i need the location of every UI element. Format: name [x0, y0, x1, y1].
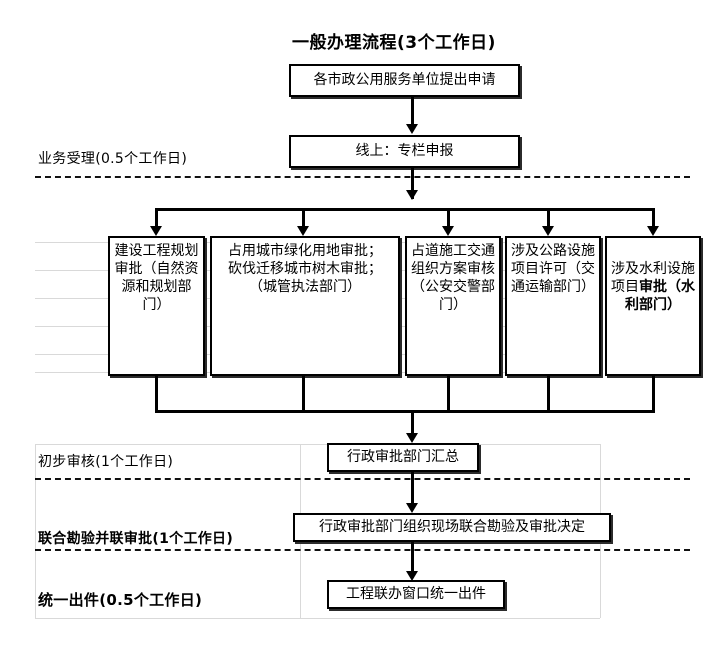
converge-stem-2: [302, 376, 305, 410]
phase-label-issuance: 统一出件(0.5个工作日): [38, 591, 203, 609]
node-branch-water-facility[interactable]: 涉及水利设施项目审批（水利部门）: [605, 236, 701, 376]
phase-label-joint-survey: 联合勘验并联审批(1个工作日): [38, 531, 234, 547]
fanout-drop-4: [547, 208, 550, 228]
divider-preliminary: [35, 478, 690, 480]
grid-line-v: [400, 242, 401, 372]
node-branch-water-facility-text-bold: 审批（水利部门）: [625, 278, 695, 313]
connector-summary-jointsurvey: [411, 472, 414, 506]
arrowhead-converge-summary: [406, 433, 418, 443]
arrowhead-summary-jointsurvey: [406, 503, 418, 513]
node-branch-planning-approval[interactable]: 建设工程规划审批（自然资源和规划部门）: [108, 236, 205, 376]
converge-stem-5: [652, 376, 655, 410]
converge-stem-1: [155, 376, 158, 410]
node-branch-road-traffic-plan[interactable]: 占道施工交通组织方案审核（公安交警部门）: [405, 236, 501, 376]
fanout-drop-2: [302, 208, 305, 228]
fanout-drop-3: [447, 208, 450, 228]
grid-line-v: [205, 242, 206, 372]
converge-bus: [155, 410, 655, 413]
grid-line-h: [35, 444, 600, 445]
node-branch-water-facility-text-normal: 涉及水利设施项目: [611, 260, 695, 295]
grid-line-h: [35, 618, 600, 619]
divider-intake: [35, 176, 690, 178]
phase-label-preliminary: 初步审核(1个工作日): [38, 454, 174, 470]
connector-apply-online: [411, 97, 414, 125]
arrowhead-branch-3: [442, 226, 454, 236]
node-apply[interactable]: 各市政公用服务单位提出申请: [289, 64, 520, 97]
phase-label-intake: 业务受理(0.5个工作日): [38, 151, 188, 167]
node-online-declaration[interactable]: 线上：专栏申报: [289, 135, 520, 168]
divider-joint-survey: [35, 549, 690, 551]
node-administrative-summary[interactable]: 行政审批部门汇总: [327, 443, 479, 472]
node-unified-output[interactable]: 工程联办窗口统一出件: [327, 580, 505, 609]
fanout-drop-5: [652, 208, 655, 228]
arrowhead-apply-online: [406, 124, 418, 134]
arrowhead-jointsurvey-output: [406, 571, 418, 581]
connector-jointsurvey-output: [411, 542, 414, 574]
arrowhead-branch-4: [542, 226, 554, 236]
arrowhead-online-fanout: [406, 190, 418, 200]
grid-line-v: [35, 444, 36, 618]
arrowhead-branch-5: [647, 226, 659, 236]
fanout-bus: [155, 208, 652, 211]
node-branch-highway-facility[interactable]: 涉及公路设施项目许可（交通运输部门）: [505, 236, 601, 376]
converge-stem-4: [547, 376, 550, 410]
chart-title: 一般办理流程(3个工作日): [292, 33, 496, 53]
fanout-drop-1: [155, 208, 158, 228]
node-branch-greening-and-tree[interactable]: 占用城市绿化用地审批； 砍伐迁移城市树木审批； （城管执法部门）: [210, 236, 400, 376]
node-joint-survey-decision[interactable]: 行政审批部门组织现场联合勘验及审批决定: [293, 513, 611, 542]
connector-online-fanout: [411, 168, 414, 199]
converge-stem-3: [447, 376, 450, 410]
arrowhead-branch-2: [297, 226, 309, 236]
connector-converge-summary: [411, 410, 414, 436]
arrowhead-branch-1: [150, 226, 162, 236]
